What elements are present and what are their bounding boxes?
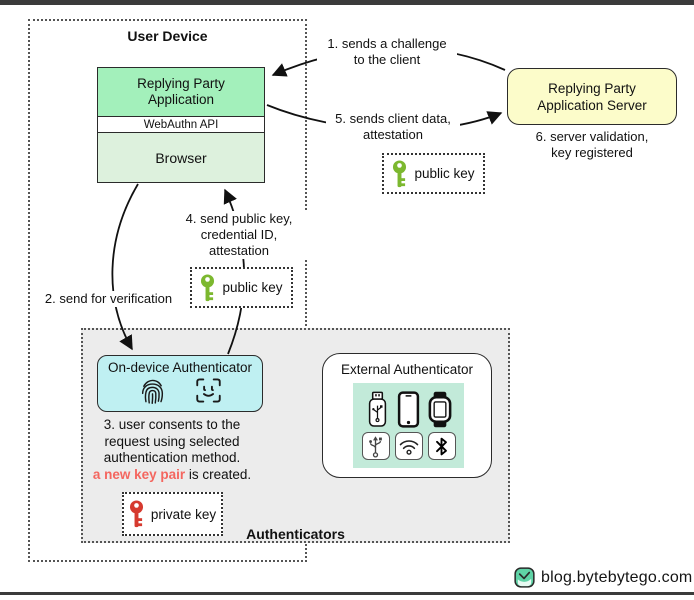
public-key-box-middle: public key (190, 267, 293, 308)
bytebytego-logo-icon (514, 567, 535, 588)
browser-box: Browser (97, 132, 265, 183)
rp-application-server-box: Replying Party Application Server (507, 68, 677, 125)
rpa-label-line2: Application (147, 92, 215, 107)
wifi-icon (399, 440, 418, 455)
brand-text: blog.bytebytego.com (541, 568, 693, 586)
public-key-icon (201, 273, 215, 301)
bottom-border-rule (0, 592, 694, 595)
app-stack: Replying Party Application WebAuthn API … (97, 67, 265, 183)
step3-label: 3. user consents to the request using se… (92, 417, 252, 482)
new-key-pair-highlight: a new key pair (92, 466, 186, 482)
webauthn-api-box: WebAuthn API (97, 116, 265, 133)
smartwatch-icon (428, 391, 451, 428)
step5-label: 5. sends client data, attestation (326, 111, 460, 143)
public-key-box-top: public key (382, 153, 485, 194)
step2-label: 2. send for verification (40, 291, 177, 307)
server-label-line1: Replying Party (548, 80, 636, 96)
private-key-box: private key (122, 492, 223, 536)
on-device-authenticator-box: On-device Authenticator (97, 355, 263, 412)
face-id-icon (196, 378, 221, 403)
user-device-box: User Device (28, 19, 307, 562)
step6-label: 6. server validation, key registered (535, 129, 649, 160)
on-device-authenticator-title: On-device Authenticator (107, 360, 253, 375)
user-device-title: User Device (127, 28, 208, 44)
fingerprint-icon (141, 379, 164, 404)
public-key-label: public key (222, 280, 283, 295)
public-key-label: public key (414, 166, 475, 181)
external-authenticator-box: External Authenticator (322, 353, 492, 478)
usb-drive-icon (368, 391, 386, 427)
rpa-label-line1: Replying Party (137, 76, 225, 91)
usb-chip (361, 432, 390, 460)
top-border-rule (0, 0, 694, 5)
private-key-label: private key (150, 506, 217, 522)
smartphone-icon (397, 391, 419, 428)
step4-label: 4. send public key, credential ID, attes… (159, 211, 319, 259)
wifi-chip (394, 432, 423, 460)
authenticators-group-label: Authenticators (246, 526, 345, 542)
external-authenticator-title: External Authenticator (340, 362, 474, 377)
step1-label: 1. sends a challenge to the client (317, 36, 457, 68)
brand-footer: blog.bytebytego.com (514, 567, 692, 588)
bluetooth-chip (427, 432, 456, 460)
replying-party-application-box: Replying Party Application (97, 67, 265, 117)
usb-symbol-icon (369, 435, 382, 458)
bluetooth-icon (436, 437, 447, 455)
external-authenticator-panel (353, 383, 464, 468)
public-key-icon (393, 159, 407, 187)
server-label-line2: Application Server (537, 97, 647, 113)
private-key-icon (129, 500, 143, 528)
